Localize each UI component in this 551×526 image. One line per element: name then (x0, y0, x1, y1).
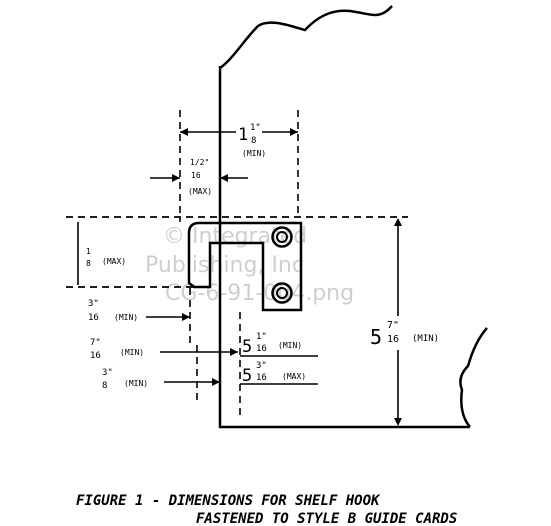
dim-mid-min-note: (MIN) (278, 341, 302, 350)
dim-top-gap: 1/2" 16 (MAX) (188, 158, 212, 196)
shelf-hook-outline (187, 221, 303, 312)
dim-top-gap-den: 16 (191, 171, 201, 180)
caption-line-1: FIGURE 1 - DIMENSIONS FOR SHELF HOOK (76, 493, 381, 509)
dim-hook-height: 1 8 (MAX) (86, 247, 126, 268)
dim-mid-max-den: 16 (256, 373, 267, 383)
dim-mid-min-den: 16 (256, 344, 267, 354)
dim-slot-depth-den: 16 (88, 313, 99, 323)
dim-bottom-gap-den: 8 (102, 381, 107, 391)
dim-side-width: 7" 16 (MIN) (90, 338, 144, 361)
dim-top-gap-note: (MAX) (188, 187, 212, 196)
dim-top-width-whole: 1 (238, 125, 248, 145)
dim-side-width-den: 16 (90, 351, 101, 361)
bottom-gap-arrow (212, 378, 220, 386)
rivet-upper (271, 226, 293, 248)
dim-bottom-gap-num: 3" (102, 368, 113, 378)
dim-top-width-den: 8 (251, 136, 256, 146)
top-width-arrow-left (180, 128, 188, 136)
dim-mid-max-note: (MAX) (282, 372, 306, 381)
dim-side-width-note: (MIN) (120, 348, 144, 357)
dim-mid-max-num: 3" (256, 361, 267, 371)
dim-total-height: 5 7" 16 (MIN) (370, 320, 439, 349)
total-height-arrow-bottom (394, 418, 402, 426)
shelf-hook (187, 221, 303, 312)
dim-mid-max: 5 3" 16 (MAX) (242, 361, 306, 386)
dim-total-height-den: 16 (387, 334, 399, 345)
dim-mid-min: 5 1" 16 (MIN) (242, 332, 302, 357)
dim-mid-min-num: 1" (256, 332, 267, 342)
rivet-lower-inner (276, 287, 288, 299)
caption-line-2: FASTENED TO STYLE B GUIDE CARDS (196, 511, 457, 526)
watermark-line-3: CG-6-91-004.png (165, 281, 354, 306)
guide-card-top-edge (219, 5, 393, 70)
watermark-line-2: Publishing, Inc (145, 253, 304, 278)
dim-slot-depth-num: 3" (88, 299, 99, 309)
top-width-arrow-right (290, 128, 298, 136)
top-gap-arrow-left (172, 174, 180, 182)
dim-top-width-note: (MIN) (242, 149, 266, 158)
dim-total-height-note: (MIN) (412, 334, 439, 344)
dim-top-gap-num: 1/2" (190, 158, 209, 167)
top-gap-arrow-right (220, 174, 228, 182)
guide-card (218, 5, 488, 429)
dim-total-height-whole: 5 (370, 325, 382, 349)
dim-total-height-num: 7" (387, 320, 399, 331)
rivet-upper-inner (276, 231, 288, 243)
watermark: © Integrated Publishing, Inc CG-6-91-004… (145, 224, 354, 306)
dimension-lines (77, 128, 402, 426)
guide-card-right-break (459, 327, 488, 428)
dim-mid-max-whole: 5 (242, 366, 252, 386)
dim-slot-depth-note: (MIN) (114, 313, 138, 322)
dim-hook-height-note: (MAX) (102, 257, 126, 266)
side-width-arrow (230, 348, 238, 356)
rivet-lower (271, 282, 293, 304)
dim-top-width-num: 1" (250, 123, 261, 133)
dim-hook-height-den: 8 (86, 259, 91, 268)
dim-mid-min-whole: 5 (242, 337, 252, 357)
extension-lines (66, 110, 408, 420)
dim-side-width-num: 7" (90, 338, 101, 348)
total-height-arrow-top (394, 218, 402, 226)
dim-slot-depth: 3" 16 (MIN) (88, 299, 138, 323)
dim-bottom-gap: 3" 8 (MIN) (102, 368, 148, 391)
slot-depth-arrow (182, 313, 190, 321)
dim-bottom-gap-note: (MIN) (124, 379, 148, 388)
dim-hook-height-num: 1 (86, 247, 91, 256)
figure-caption: FIGURE 1 - DIMENSIONS FOR SHELF HOOK FAS… (76, 493, 457, 526)
dim-top-width: 1 1" 8 (MIN) (238, 123, 266, 158)
